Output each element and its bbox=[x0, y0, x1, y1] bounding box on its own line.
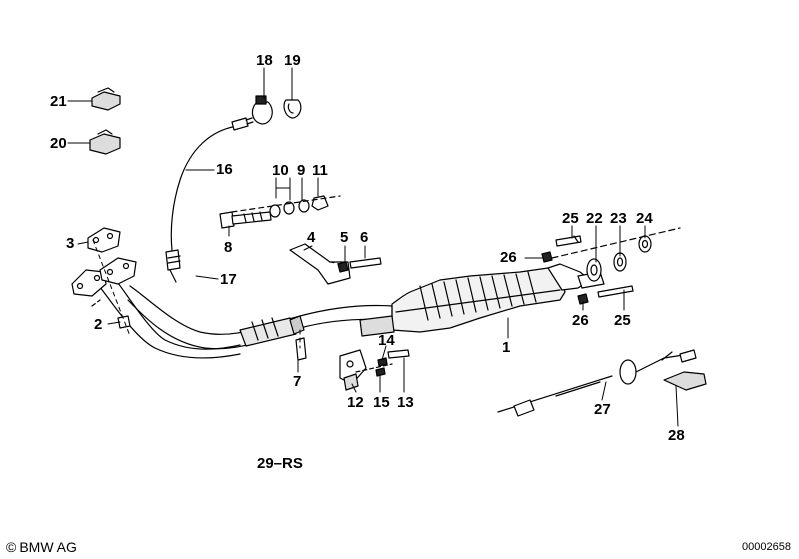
callout-25-top: 25 bbox=[562, 210, 579, 227]
rear-flange-drawing bbox=[541, 227, 681, 305]
callout-23: 23 bbox=[610, 210, 627, 227]
callout-21: 21 bbox=[50, 93, 67, 110]
callout-3: 3 bbox=[66, 235, 75, 252]
callout-2: 2 bbox=[94, 316, 103, 333]
callout-15: 15 bbox=[373, 394, 390, 411]
callout-leaders bbox=[67, 67, 679, 427]
copyright-icon: © bbox=[6, 539, 17, 555]
callout-18: 18 bbox=[256, 52, 273, 69]
callout-10: 10 bbox=[272, 162, 289, 179]
callout-13: 13 bbox=[397, 394, 414, 411]
diagram-caption: 29–RS bbox=[257, 455, 303, 472]
bolt-washer-drawing bbox=[219, 195, 341, 229]
callout-19: 19 bbox=[284, 52, 301, 69]
callout-22: 22 bbox=[586, 210, 603, 227]
image-number: 00002658 bbox=[742, 541, 791, 553]
cable-drawing bbox=[497, 349, 707, 417]
copyright: © BMW AG bbox=[6, 539, 77, 555]
callout-8: 8 bbox=[224, 239, 233, 256]
oxygen-sensor-drawing bbox=[165, 117, 254, 283]
callout-14: 14 bbox=[378, 332, 395, 349]
front-pipe-drawing bbox=[71, 257, 393, 359]
callout-11: 11 bbox=[312, 162, 328, 179]
callout-26-top: 26 bbox=[500, 249, 517, 266]
brackets-drawing bbox=[89, 87, 121, 155]
callout-20: 20 bbox=[50, 135, 67, 152]
callout-24: 24 bbox=[636, 210, 653, 227]
callout-1: 1 bbox=[502, 339, 511, 356]
support-bracket-drawing bbox=[289, 243, 382, 285]
assembly-lines bbox=[92, 239, 341, 349]
callout-28: 28 bbox=[668, 427, 685, 444]
callout-17: 17 bbox=[220, 271, 237, 288]
callout-25-bottom: 25 bbox=[614, 312, 631, 329]
catalytic-converter-drawing bbox=[359, 263, 605, 337]
callout-26-bottom: 26 bbox=[572, 312, 589, 329]
clamp-ring-drawing bbox=[251, 95, 302, 125]
callout-4: 4 bbox=[307, 229, 316, 246]
callout-9: 9 bbox=[297, 162, 306, 179]
callout-12: 12 bbox=[347, 394, 364, 411]
copyright-text: BMW AG bbox=[19, 539, 77, 555]
callout-6: 6 bbox=[360, 229, 369, 246]
callout-5: 5 bbox=[340, 229, 349, 246]
hanger-drawing bbox=[295, 337, 410, 391]
callout-27: 27 bbox=[594, 401, 611, 418]
callout-7: 7 bbox=[293, 373, 302, 390]
callout-16: 16 bbox=[216, 161, 233, 178]
